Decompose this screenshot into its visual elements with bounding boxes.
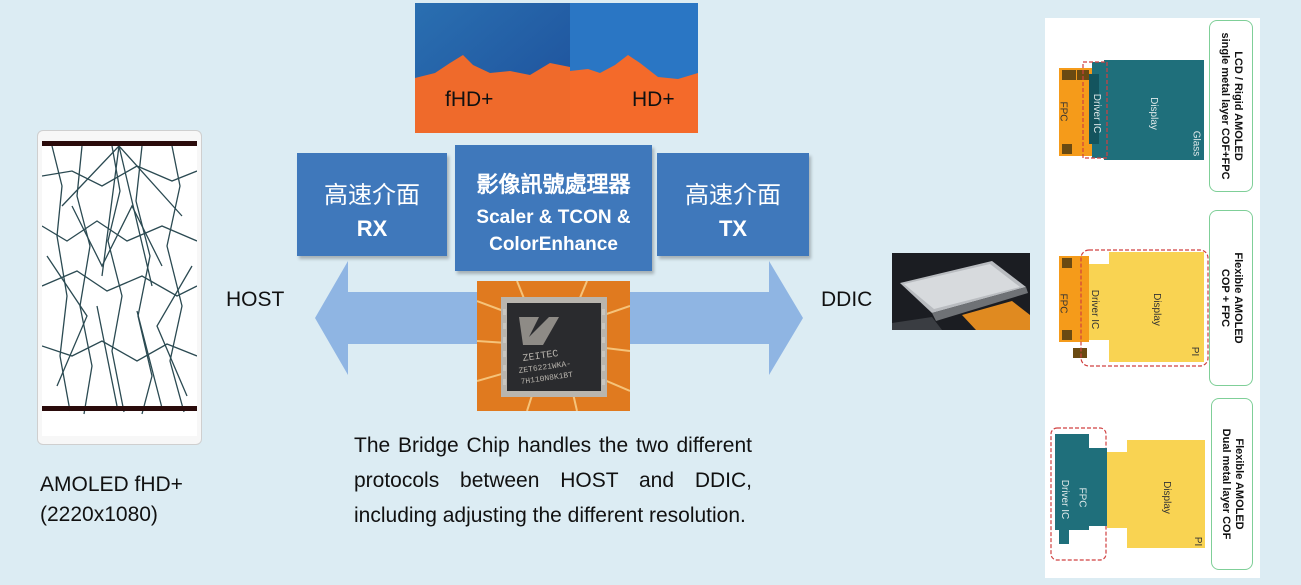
phone-caption-line2: (2220x1080) bbox=[40, 503, 158, 526]
crack-pattern bbox=[42, 146, 197, 415]
tx-cjk-label: 高速介面 bbox=[685, 181, 781, 209]
display-panel-photo bbox=[892, 253, 1030, 330]
bridge-chip-photo: ZEITEC ZET6221WKA- 7H110N8K1BT bbox=[477, 281, 630, 411]
struct2-title-line2: COP + FPC bbox=[1219, 268, 1231, 328]
host-label: HOST bbox=[226, 288, 285, 311]
tx-interface-box: 高速介面 TX bbox=[657, 153, 809, 256]
fhd-pane: fHD+ bbox=[415, 3, 570, 133]
struct1-substrate-label: Glass bbox=[1190, 130, 1202, 157]
phone-caption: AMOLED fHD+ (2220x1080) bbox=[40, 470, 183, 530]
struct3-display-label: Display bbox=[1160, 481, 1172, 514]
rx-label: RX bbox=[356, 216, 388, 241]
tx-label: TX bbox=[718, 216, 748, 241]
struct3-title-line1: Flexible AMOLED bbox=[1233, 438, 1245, 530]
struct1-driver-label: Driver IC bbox=[1091, 93, 1103, 134]
struct1-display-label: Display bbox=[1147, 97, 1159, 130]
display-structures-panel: FPC Driver IC Display Glass LCD / Rigid … bbox=[1045, 18, 1260, 578]
rx-cjk-label: 高速介面 bbox=[324, 181, 420, 209]
bridge-chip-description: The Bridge Chip handles the two differen… bbox=[354, 434, 752, 527]
chip-brand-text: ZEITEC bbox=[522, 349, 559, 365]
struct3-driver-label: Driver IC bbox=[1059, 479, 1071, 520]
structure-flexible-cop: FPC Driver IC Display PI Flexible AMOLED… bbox=[1045, 208, 1260, 388]
struct3-title-line2: Dual metal layer COF bbox=[1220, 428, 1232, 540]
hd-label: HD+ bbox=[632, 88, 675, 111]
struct3-fpc-label: FPC bbox=[1076, 487, 1088, 508]
phone-caption-line1: AMOLED fHD+ bbox=[40, 473, 183, 496]
struct1-title-line2: single metal layer COF+FPC bbox=[1219, 32, 1231, 180]
struct2-title-line1: Flexible AMOLED bbox=[1232, 252, 1244, 344]
struct2-driver-label: Driver IC bbox=[1089, 289, 1101, 330]
fhd-label: fHD+ bbox=[445, 88, 494, 111]
rx-interface-box: 高速介面 RX bbox=[297, 153, 447, 256]
struct1-fpc-label: FPC bbox=[1057, 101, 1069, 122]
scaler-line1: Scaler & TCON & bbox=[476, 207, 631, 228]
resolution-comparison-image: fHD+ HD+ bbox=[415, 3, 698, 133]
structure-lcd-rigid-amoled: FPC Driver IC Display Glass LCD / Rigid … bbox=[1045, 18, 1260, 198]
struct2-fpc-label: FPC bbox=[1057, 293, 1069, 314]
struct3-substrate-label: PI bbox=[1192, 536, 1204, 547]
cracked-phone-image bbox=[37, 130, 202, 445]
struct2-display-label: Display bbox=[1150, 293, 1162, 326]
struct2-substrate-label: PI bbox=[1189, 346, 1201, 357]
struct1-title-line1: LCD / Rigid AMOLED bbox=[1232, 51, 1244, 161]
structure-flexible-dual-cof: FPC Driver IC Display PI Flexible AMOLED… bbox=[1045, 396, 1260, 578]
ddic-label: DDIC bbox=[821, 288, 873, 311]
hd-pane: HD+ bbox=[570, 3, 698, 133]
scaler-tcon-box: 影像訊號處理器 Scaler & TCON & ColorEnhance bbox=[455, 145, 652, 271]
scaler-cjk-label: 影像訊號處理器 bbox=[476, 173, 631, 198]
scaler-line2: ColorEnhance bbox=[489, 234, 618, 255]
